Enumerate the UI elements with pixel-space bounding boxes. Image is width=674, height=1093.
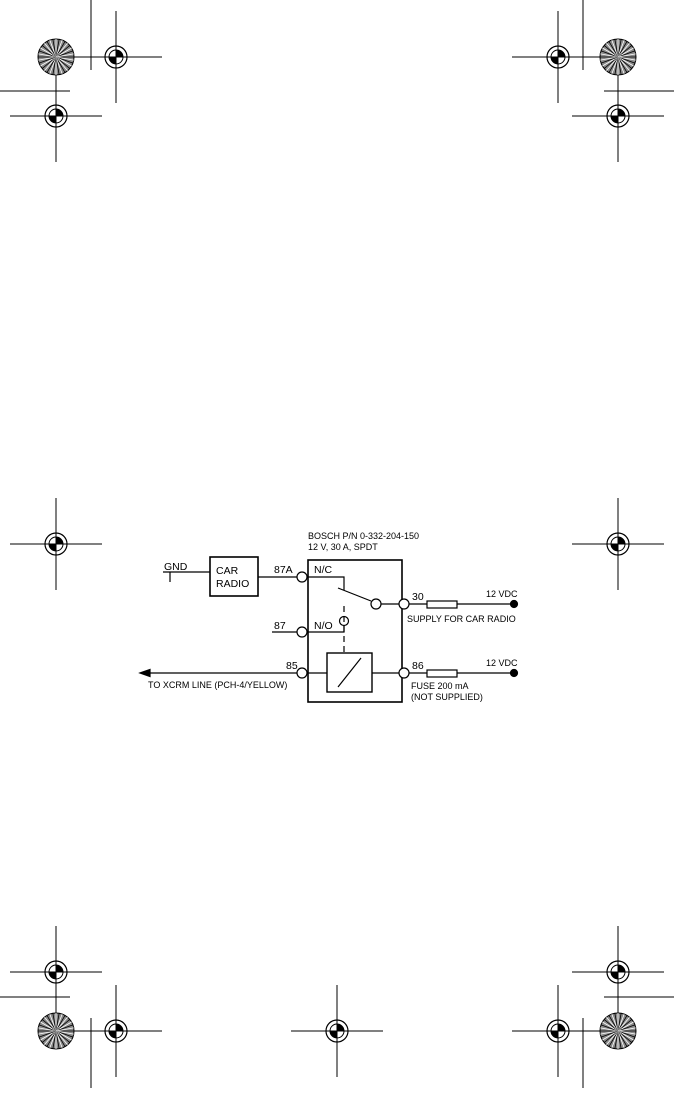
terminal-86: [399, 668, 409, 678]
pin-86-label: 86: [412, 660, 424, 672]
crosshair-target: [70, 985, 162, 1077]
crosshair-target: [10, 498, 102, 590]
coil-slash: [338, 658, 361, 687]
relay-part-number: BOSCH P/N 0-332-204-150: [308, 531, 419, 541]
no-label: N/O: [314, 620, 333, 632]
supply-dot-top: [511, 601, 518, 608]
crosshair-target: [10, 70, 102, 162]
crosshair-target: [572, 926, 664, 1018]
fuse-note-1: FUSE 200 mA: [411, 681, 469, 691]
starburst-mark: [600, 39, 636, 75]
diagram-labels: BOSCH P/N 0-332-204-150 12 V, 30 A, SPDT…: [148, 531, 518, 702]
supply-bottom-label: 12 VDC: [486, 658, 518, 668]
starburst-mark: [600, 1013, 636, 1049]
fuse-86: [427, 670, 457, 677]
starburst-mark: [38, 39, 74, 75]
pin-85-label: 85: [286, 660, 298, 672]
car-radio-label-2: RADIO: [216, 578, 249, 590]
pin-87a-label: 87A: [274, 564, 293, 576]
gnd-label: GND: [164, 561, 188, 573]
switch-arm: [338, 588, 371, 601]
pin-87-label: 87: [274, 620, 286, 632]
terminal-85: [297, 668, 307, 678]
terminal-87: [297, 627, 307, 637]
crosshair-target: [512, 11, 604, 103]
supply-top-label: 12 VDC: [486, 589, 518, 599]
terminal-87a: [297, 572, 307, 582]
relay-rating: 12 V, 30 A, SPDT: [308, 542, 378, 552]
pin-30-label: 30: [412, 591, 424, 603]
crosshair-target: [512, 985, 604, 1077]
arrowhead-85: [140, 670, 150, 677]
fuse-note-2: (NOT SUPPLIED): [411, 692, 483, 702]
terminal-30: [399, 599, 409, 609]
crosshair-target: [291, 985, 383, 1077]
crosshair-target: [572, 70, 664, 162]
switch-pivot: [371, 599, 381, 609]
crosshair-target: [10, 926, 102, 1018]
car-radio-label-1: CAR: [216, 565, 239, 577]
supply-dot-bottom: [511, 670, 518, 677]
supply-note: SUPPLY FOR CAR RADIO: [407, 614, 516, 624]
xcrm-note: TO XCRM LINE (PCH-4/YELLOW): [148, 680, 287, 690]
crosshair-target: [572, 498, 664, 590]
fuse-30: [427, 601, 457, 608]
nc-label: N/C: [314, 564, 333, 576]
starburst-mark: [38, 1013, 74, 1049]
crosshair-target: [70, 11, 162, 103]
